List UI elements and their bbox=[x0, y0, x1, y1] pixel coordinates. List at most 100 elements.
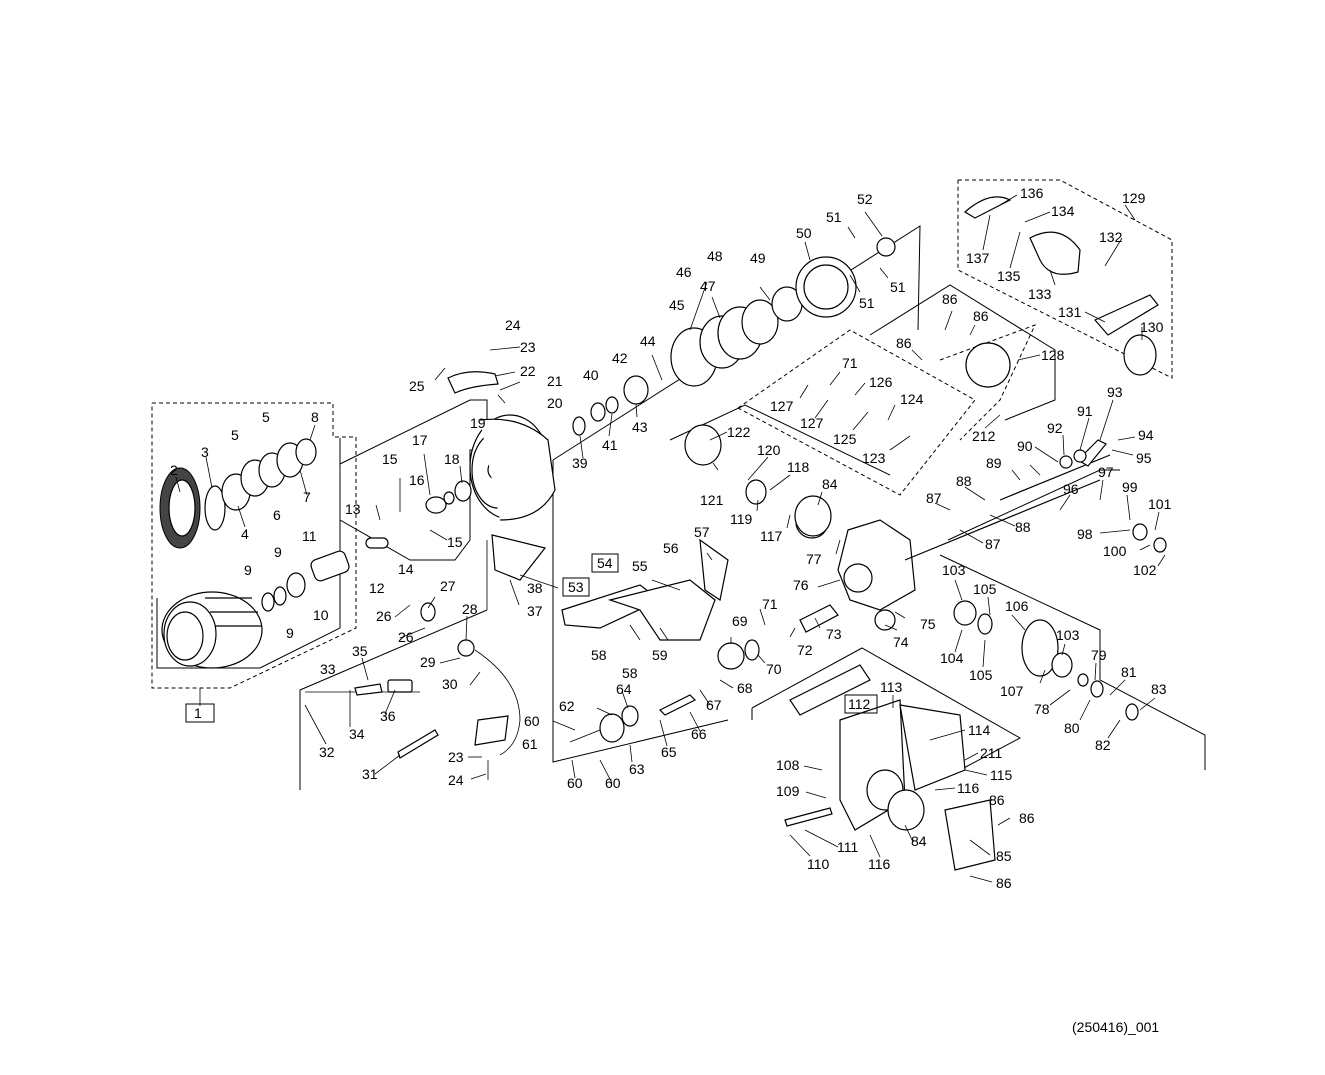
label-66: 66 bbox=[691, 726, 707, 742]
label-59: 59 bbox=[652, 647, 668, 663]
label-1: 1 bbox=[194, 705, 202, 721]
label-123: 123 bbox=[862, 450, 886, 466]
label-49: 49 bbox=[750, 250, 766, 266]
label-9b: 9 bbox=[274, 544, 282, 560]
handle-parts bbox=[963, 196, 1159, 388]
label-56: 56 bbox=[663, 540, 679, 556]
label-111: 111 bbox=[837, 839, 858, 855]
label-73: 73 bbox=[826, 626, 842, 642]
label-91: 91 bbox=[1077, 403, 1093, 419]
label-101: 101 bbox=[1148, 496, 1172, 512]
label-40: 40 bbox=[583, 367, 599, 383]
label-30: 30 bbox=[442, 676, 458, 692]
label-132: 132 bbox=[1099, 229, 1123, 245]
label-76: 76 bbox=[793, 577, 809, 593]
label-92: 92 bbox=[1047, 420, 1063, 436]
label-12: 12 bbox=[369, 580, 385, 596]
label-86f: 86 bbox=[996, 875, 1012, 891]
label-boxes bbox=[185, 553, 878, 723]
label-15b: 15 bbox=[447, 534, 463, 550]
label-109: 109 bbox=[776, 783, 800, 799]
label-62: 62 bbox=[559, 698, 575, 714]
label-5b: 5 bbox=[262, 409, 270, 425]
label-97: 97 bbox=[1098, 464, 1114, 480]
label-127a: 127 bbox=[770, 398, 794, 414]
front-cap-parts bbox=[572, 237, 896, 436]
label-44: 44 bbox=[640, 333, 656, 349]
label-126: 126 bbox=[869, 374, 893, 390]
label-128: 128 bbox=[1041, 347, 1065, 363]
label-100: 100 bbox=[1103, 543, 1127, 559]
label-74: 74 bbox=[893, 634, 909, 650]
label-54: 54 bbox=[597, 555, 613, 571]
label-60a: 60 bbox=[524, 713, 540, 729]
label-118: 118 bbox=[787, 459, 810, 475]
label-64: 64 bbox=[616, 681, 632, 697]
label-55: 55 bbox=[632, 558, 648, 574]
label-29: 29 bbox=[420, 654, 436, 670]
label-53: 53 bbox=[568, 579, 584, 595]
label-60c: 60 bbox=[605, 775, 621, 791]
label-129: 129 bbox=[1122, 190, 1146, 206]
label-137: 137 bbox=[966, 250, 990, 266]
label-136: 136 bbox=[1020, 185, 1044, 201]
label-15a: 15 bbox=[382, 451, 398, 467]
label-85: 85 bbox=[996, 848, 1012, 864]
label-69: 69 bbox=[732, 613, 748, 629]
label-13: 13 bbox=[345, 501, 361, 517]
label-43: 43 bbox=[632, 419, 648, 435]
label-71b: 71 bbox=[842, 355, 858, 371]
label-75: 75 bbox=[920, 616, 936, 632]
label-41: 41 bbox=[602, 437, 618, 453]
label-86e: 86 bbox=[1019, 810, 1035, 826]
lower-body-parts bbox=[784, 495, 996, 871]
label-68: 68 bbox=[737, 680, 753, 696]
label-51a: 51 bbox=[826, 209, 842, 225]
label-19: 19 bbox=[470, 415, 486, 431]
label-110: 110 bbox=[807, 856, 830, 872]
label-51c: 51 bbox=[890, 279, 906, 295]
label-133: 133 bbox=[1028, 286, 1052, 302]
label-71a: 71 bbox=[762, 596, 778, 612]
label-86c: 86 bbox=[896, 335, 912, 351]
label-90: 90 bbox=[1017, 438, 1033, 454]
label-115: 115 bbox=[990, 767, 1013, 783]
label-108: 108 bbox=[776, 757, 800, 773]
label-84a: 84 bbox=[822, 476, 838, 492]
label-37: 37 bbox=[527, 603, 543, 619]
label-38: 38 bbox=[527, 580, 543, 596]
label-83: 83 bbox=[1151, 681, 1167, 697]
label-11: 11 bbox=[302, 528, 317, 544]
label-81: 81 bbox=[1121, 664, 1137, 680]
label-86b: 86 bbox=[973, 308, 989, 324]
label-211: 211 bbox=[980, 745, 1003, 761]
label-67: 67 bbox=[706, 697, 722, 713]
label-39: 39 bbox=[572, 455, 588, 471]
label-93: 93 bbox=[1107, 384, 1123, 400]
label-103b: 103 bbox=[1056, 627, 1080, 643]
label-35: 35 bbox=[352, 643, 368, 659]
label-121: 121 bbox=[700, 492, 724, 508]
label-8: 8 bbox=[311, 409, 319, 425]
label-105a: 105 bbox=[973, 581, 997, 597]
label-18: 18 bbox=[444, 451, 460, 467]
label-57: 57 bbox=[694, 524, 710, 540]
label-116b: 116 bbox=[868, 856, 891, 872]
label-105b: 105 bbox=[969, 667, 993, 683]
label-17: 17 bbox=[412, 432, 428, 448]
label-87a: 87 bbox=[926, 490, 942, 506]
label-72: 72 bbox=[797, 642, 813, 658]
label-79: 79 bbox=[1091, 647, 1107, 663]
label-14: 14 bbox=[398, 561, 414, 577]
label-212: 212 bbox=[972, 428, 996, 444]
label-7: 7 bbox=[303, 489, 311, 505]
label-95: 95 bbox=[1136, 450, 1152, 466]
label-5a: 5 bbox=[231, 427, 239, 443]
label-102: 102 bbox=[1133, 562, 1157, 578]
label-86a: 86 bbox=[942, 291, 958, 307]
label-70: 70 bbox=[766, 661, 782, 677]
label-134: 134 bbox=[1051, 203, 1075, 219]
label-120: 120 bbox=[757, 442, 781, 458]
label-46: 46 bbox=[676, 264, 692, 280]
